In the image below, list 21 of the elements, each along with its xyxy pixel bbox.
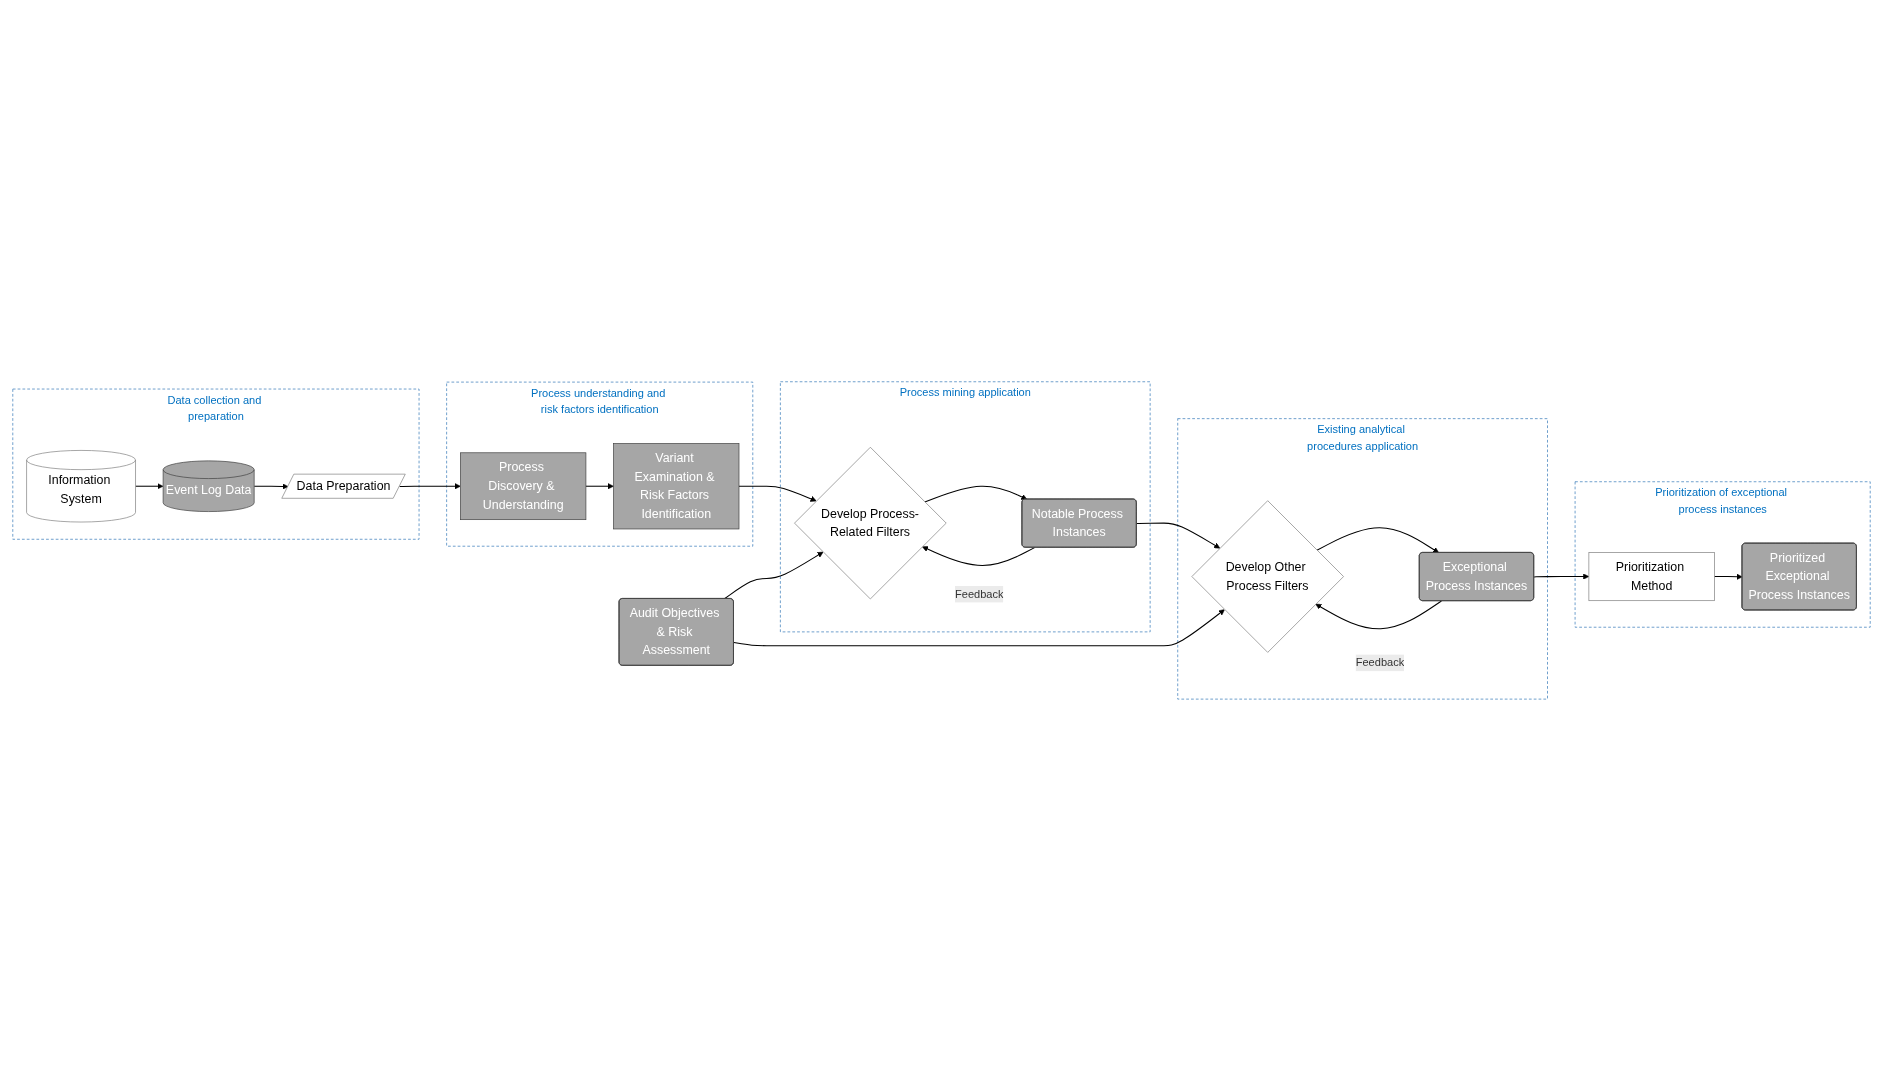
node-diamond: Develop Other Process Filters (1191, 500, 1344, 653)
edge-label: Feedback (1355, 656, 1405, 669)
arrow (1533, 573, 1590, 580)
arrow (924, 485, 1028, 503)
arrow (738, 485, 817, 502)
arrow (1713, 573, 1743, 580)
arrow (135, 483, 164, 490)
node-diamond: Develop Process-Related Filters (794, 447, 947, 600)
node-box: Variant Examination & Risk Factors Identification (613, 443, 740, 530)
arrow (733, 609, 1225, 647)
node-box: Prioritization Method (1588, 552, 1715, 602)
node-box: Process Discovery & Understanding (460, 452, 587, 521)
arrow (922, 546, 1036, 566)
arrow (1136, 522, 1221, 549)
arrow (585, 483, 614, 490)
arrow (1316, 527, 1439, 554)
arrow (253, 483, 289, 490)
edge-label: Feedback (955, 588, 1004, 600)
arrow (1315, 600, 1442, 630)
arrow (724, 551, 824, 600)
arrow (399, 483, 461, 490)
